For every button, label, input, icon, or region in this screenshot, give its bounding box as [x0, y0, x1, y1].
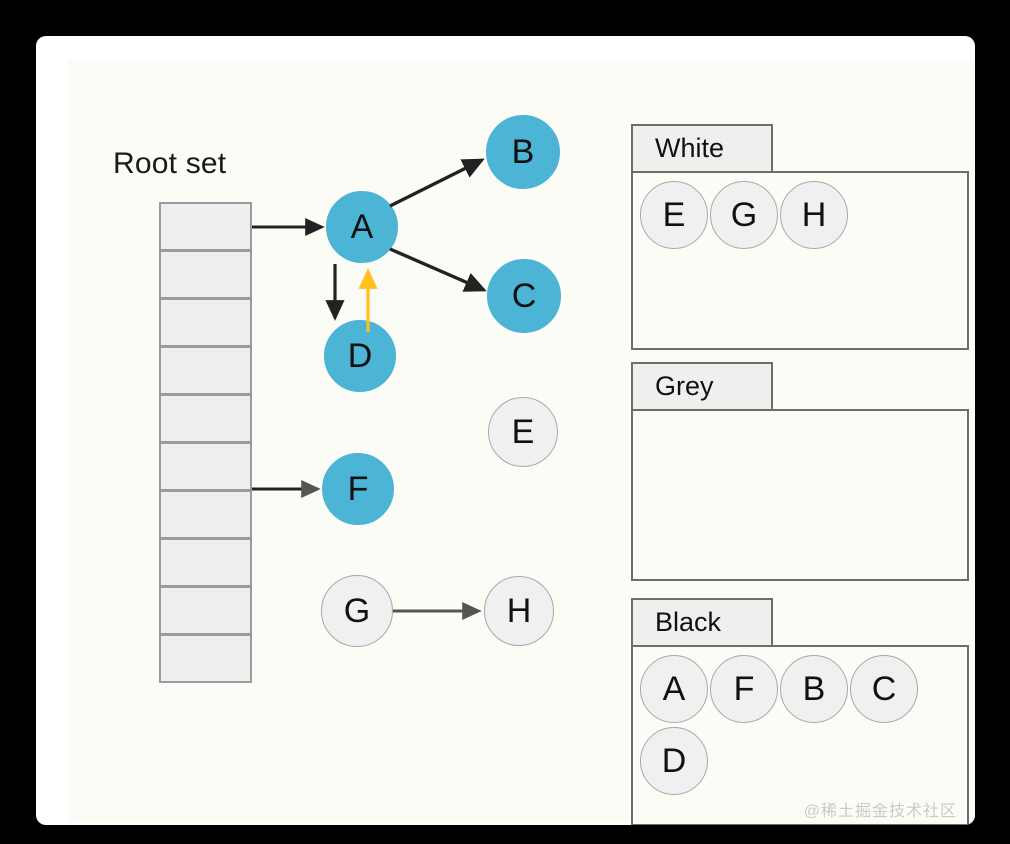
set-chip-c[interactable]: C	[850, 655, 918, 723]
root-set-cell-4[interactable]	[159, 346, 252, 395]
root-set-cell-9[interactable]	[159, 586, 252, 635]
graph-node-e[interactable]: E	[488, 397, 558, 467]
graph-node-d[interactable]: D	[324, 320, 396, 392]
set-chip-f[interactable]: F	[710, 655, 778, 723]
set-box-label-black: Black	[631, 598, 773, 647]
graph-edges	[252, 158, 487, 620]
edge-a-to-c	[389, 247, 487, 292]
set-chip-b[interactable]: B	[780, 655, 848, 723]
set-chip-h[interactable]: H	[780, 181, 848, 249]
set-chip-e[interactable]: E	[640, 181, 708, 249]
set-box-items-grey	[639, 417, 961, 573]
set-box-body-grey	[631, 409, 969, 581]
edge-a-to-b	[389, 158, 485, 208]
root-set-stack	[159, 202, 252, 683]
set-box-label-white: White	[631, 124, 773, 173]
root-set-cell-10[interactable]	[159, 634, 252, 683]
graph-node-g[interactable]: G	[321, 575, 393, 647]
watermark: @稀土掘金技术社区	[803, 803, 957, 820]
root-set-cell-1[interactable]	[159, 202, 252, 251]
root-set-cell-3[interactable]	[159, 298, 252, 347]
graph-node-c[interactable]: C	[487, 259, 561, 333]
root-set-cell-6[interactable]	[159, 442, 252, 491]
set-chip-d[interactable]: D	[640, 727, 708, 795]
graph-node-h[interactable]: H	[484, 576, 554, 646]
graph-node-b[interactable]: B	[486, 115, 560, 189]
set-box-grey: Grey	[631, 362, 969, 581]
root-set-cell-7[interactable]	[159, 490, 252, 539]
set-chip-g[interactable]: G	[710, 181, 778, 249]
set-box-label-grey: Grey	[631, 362, 773, 411]
set-chip-a[interactable]: A	[640, 655, 708, 723]
root-set-title: Root set	[113, 147, 227, 180]
graph-node-a[interactable]: A	[326, 191, 398, 263]
graph-node-f[interactable]: F	[322, 453, 394, 525]
